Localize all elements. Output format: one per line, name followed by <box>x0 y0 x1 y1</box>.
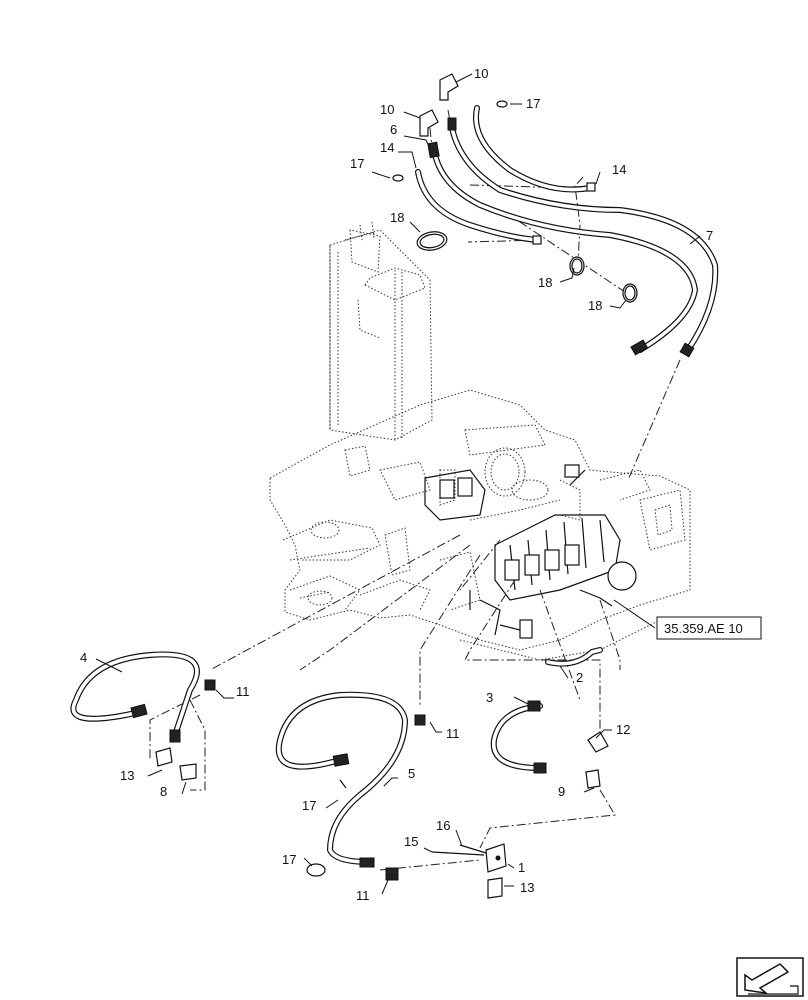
callout-10: 10 <box>380 102 394 117</box>
callout-leaders <box>95 73 701 895</box>
callout-9: 9 <box>558 784 565 799</box>
callout-18: 18 <box>538 275 552 290</box>
callout-3: 3 <box>486 690 493 705</box>
callout-13: 13 <box>520 880 534 895</box>
callout-11: 11 <box>356 888 370 903</box>
callout-7: 7 <box>706 228 713 243</box>
callout-2: 2 <box>576 670 583 685</box>
callout-16: 16 <box>436 818 450 833</box>
callout-14: 14 <box>380 140 394 155</box>
callout-13: 13 <box>120 768 134 783</box>
callout-1: 1 <box>518 860 525 875</box>
callout-15: 15 <box>404 834 418 849</box>
callout-17: 17 <box>282 852 296 867</box>
callout-18: 18 <box>588 298 602 313</box>
lower-hoses <box>70 651 609 899</box>
callout-8: 8 <box>160 784 167 799</box>
callout-4: 4 <box>80 650 87 665</box>
callout-12: 12 <box>616 722 630 737</box>
routing-lines <box>149 109 681 871</box>
upper-hoses <box>392 73 719 667</box>
arrow-view-direction-icon[interactable] <box>736 957 804 997</box>
callout-labels: 10 17 10 6 14 17 14 18 7 18 18 2 4 11 3 … <box>80 66 713 903</box>
callout-17: 17 <box>350 156 364 171</box>
callout-11: 11 <box>446 726 460 741</box>
callout-5: 5 <box>408 766 415 781</box>
callout-11: 11 <box>236 684 250 699</box>
reference-label[interactable]: 35.359.AE 10 <box>664 621 743 636</box>
machine-frame <box>269 221 691 661</box>
reference-link[interactable]: 35.359.AE 10 <box>656 616 762 640</box>
callout-17: 17 <box>526 96 540 111</box>
callout-18: 18 <box>390 210 404 225</box>
callout-6: 6 <box>390 122 397 137</box>
callout-17: 17 <box>302 798 316 813</box>
callout-14: 14 <box>612 162 626 177</box>
callout-10: 10 <box>474 66 488 81</box>
